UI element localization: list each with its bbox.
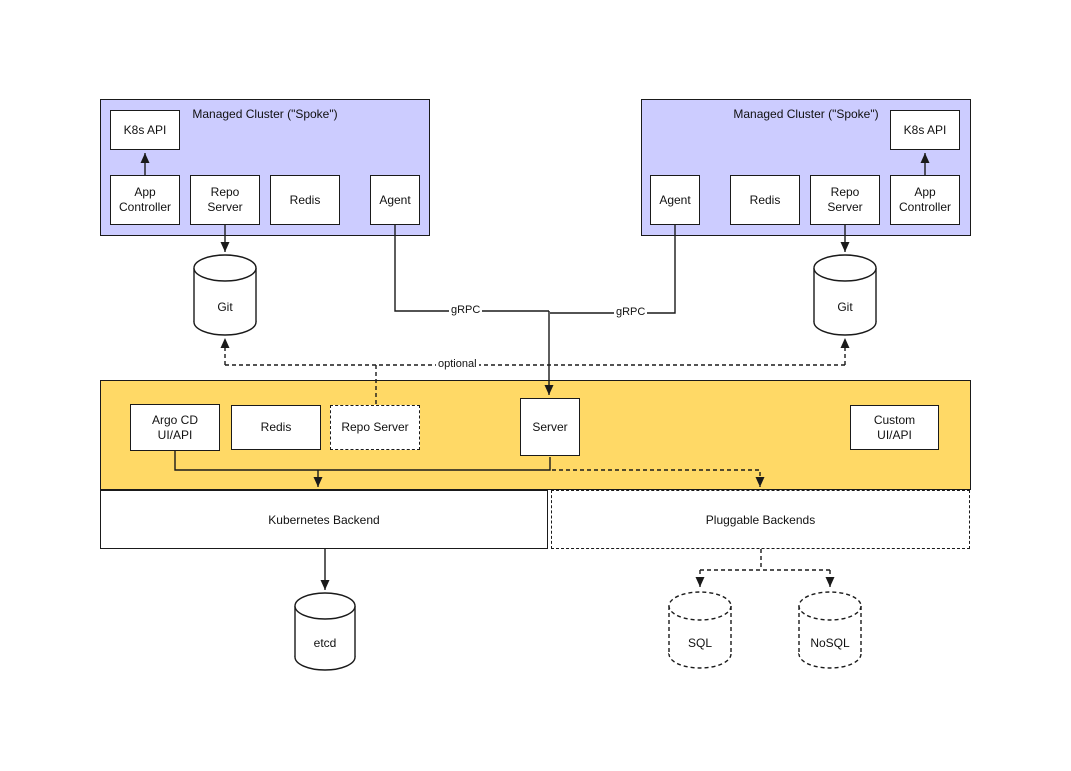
node-redis-left-label: Redis xyxy=(289,192,321,207)
node-redis-hub: Redis xyxy=(231,405,321,450)
node-app-controller-right-label: App Controller xyxy=(898,185,952,214)
node-k8s-api-left: K8s API xyxy=(110,110,180,150)
node-app-controller-right: App Controller xyxy=(890,175,960,225)
node-agent-right: Agent xyxy=(650,175,700,225)
node-custom-ui-api-label: Custom UI/API xyxy=(873,412,916,442)
node-agent-left-label: Agent xyxy=(379,192,411,207)
git-cylinder-left xyxy=(193,254,257,336)
node-app-controller-left: App Controller xyxy=(110,175,180,225)
kubernetes-backend-label: Kubernetes Backend xyxy=(268,512,380,527)
node-redis-right: Redis xyxy=(730,175,800,225)
node-k8s-api-left-label: K8s API xyxy=(123,122,167,137)
git-right-label: Git xyxy=(837,300,853,314)
node-server-hub: Server xyxy=(520,398,580,456)
node-agent-left: Agent xyxy=(370,175,420,225)
nosql-label: NoSQL xyxy=(810,636,850,650)
dashed-edges xyxy=(220,338,850,587)
managed-cluster-right-title: Managed Cluster ("Spoke") xyxy=(733,107,879,121)
node-redis-left: Redis xyxy=(270,175,340,225)
edge-agent-left-grpc xyxy=(394,225,549,312)
node-repo-server-left: Repo Server xyxy=(190,175,260,225)
grpc-right-edge-label: gRPC xyxy=(614,306,648,318)
node-app-controller-left-label: App Controller xyxy=(118,185,172,214)
managed-cluster-left-title: Managed Cluster ("Spoke") xyxy=(192,107,338,121)
edge-argocd-server-junction xyxy=(174,451,551,471)
edge-server-pluggable-backends xyxy=(552,469,765,487)
git-cylinder-right xyxy=(813,254,877,336)
node-repo-server-right-label: Repo Server xyxy=(827,185,863,214)
node-server-hub-label: Server xyxy=(532,419,568,434)
node-repo-server-right: Repo Server xyxy=(810,175,880,225)
node-repo-server-hub: Repo Server xyxy=(330,405,420,450)
node-redis-right-label: Redis xyxy=(749,192,781,207)
nosql-cylinder xyxy=(798,591,862,669)
node-k8s-api-right-label: K8s API xyxy=(903,122,947,137)
git-left-label: Git xyxy=(217,300,233,314)
node-repo-server-left-label: Repo Server xyxy=(207,185,243,214)
sql-label: SQL xyxy=(687,636,712,650)
sql-cylinder xyxy=(668,591,732,669)
node-agent-right-label: Agent xyxy=(659,192,691,207)
node-custom-ui-api: Custom UI/API xyxy=(850,405,939,450)
node-argo-cd-ui-api-label: Argo CD UI/API xyxy=(151,412,198,442)
pluggable-backends-label: Pluggable Backends xyxy=(705,512,816,527)
edge-agent-right-grpc xyxy=(550,225,676,314)
kubernetes-backend-box: Kubernetes Backend xyxy=(100,490,548,549)
node-k8s-api-right: K8s API xyxy=(890,110,960,150)
solid-edges xyxy=(140,153,930,590)
node-repo-server-hub-label: Repo Server xyxy=(341,420,409,434)
node-argo-cd-ui-api: Argo CD UI/API xyxy=(130,404,220,451)
grpc-left-edge-label: gRPC xyxy=(449,304,483,316)
etcd-cylinder xyxy=(294,592,356,671)
node-redis-hub-label: Redis xyxy=(260,420,292,434)
pluggable-backends-box: Pluggable Backends xyxy=(551,490,970,549)
etcd-label: etcd xyxy=(313,636,337,650)
optional-edge-label: optional xyxy=(436,358,479,370)
